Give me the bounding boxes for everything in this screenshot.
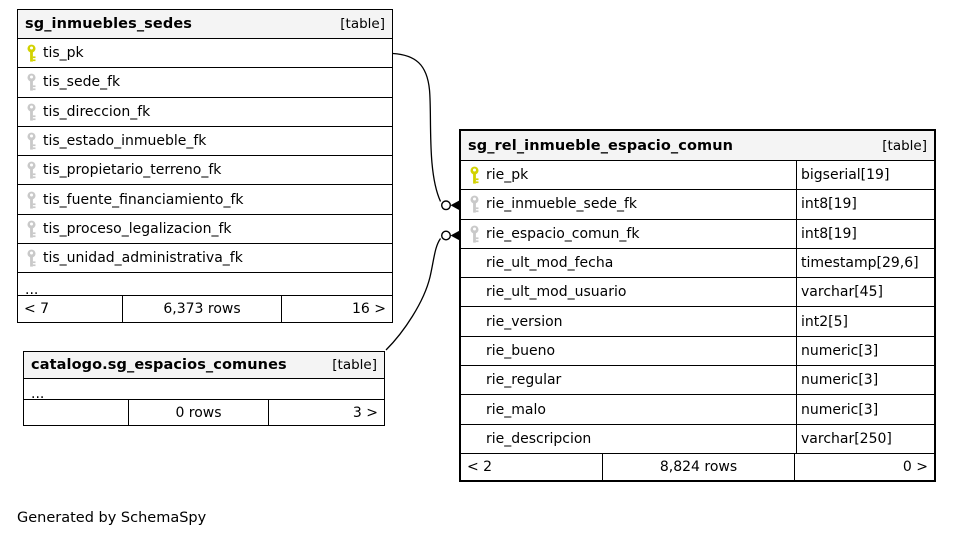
column-row[interactable]: tis_estado_inmueble_fk [18, 126, 392, 157]
column-name: rie_regular [486, 372, 562, 389]
column-row[interactable]: rie_descripcion varchar[250] [461, 424, 934, 454]
column-type: varchar[45] [796, 278, 928, 307]
column-row[interactable]: rie_ult_mod_usuario varchar[45] [461, 278, 934, 308]
column-type: int2[5] [796, 307, 928, 336]
table-catalogo-sg-espacios-comunes[interactable]: catalogo.sg_espacios_comunes [table] ...… [23, 351, 385, 426]
column-name: rie_pk [486, 167, 529, 184]
hidden-children-count: 16 > [281, 296, 392, 322]
primary-key-icon [26, 44, 37, 62]
column-name: tis_estado_inmueble_fk [43, 133, 207, 150]
hidden-parents-count: < 2 [467, 458, 493, 475]
column-name: rie_bueno [486, 342, 556, 359]
hidden-children-count: 3 > [268, 400, 384, 425]
row-count: 8,824 rows [602, 453, 794, 480]
primary-key-icon [469, 166, 480, 184]
foreign-key-icon [469, 225, 480, 243]
column-name: tis_fuente_financiamiento_fk [43, 191, 244, 208]
column-row[interactable]: tis_fuente_financiamiento_fk [18, 185, 392, 215]
column-row[interactable]: tis_proceso_legalizacion_fk [18, 214, 392, 245]
column-type: numeric[3] [796, 336, 928, 366]
row-count: 6,373 rows [122, 296, 281, 322]
foreign-key-icon [26, 73, 37, 92]
column-name: tis_unidad_administrativa_fk [43, 250, 243, 267]
foreign-key-icon [26, 191, 37, 209]
column-type: numeric[3] [796, 366, 928, 395]
column-name: rie_version [486, 313, 563, 330]
generated-by-note: Generated by SchemaSpy [17, 510, 207, 526]
column-row[interactable]: rie_pk bigserial[19] [461, 161, 934, 191]
foreign-key-icon [469, 195, 480, 214]
column-row[interactable]: rie_version int2[5] [461, 307, 934, 337]
table-title: sg_inmuebles_sedes [25, 16, 192, 32]
column-row[interactable]: rie_ult_mod_fecha timestamp[29,6] [461, 248, 934, 279]
edge-open-dot-icon [441, 200, 452, 211]
edge-tis-pk-to-rie-inmueble-sede-fk [392, 52, 460, 211]
table-footer: < 7 6,373 rows 16 > [18, 296, 392, 322]
table-title: sg_rel_inmueble_espacio_comun [468, 137, 734, 154]
table-type-badge: [table] [882, 137, 927, 154]
hidden-children-count: 0 > [794, 453, 934, 480]
foreign-key-icon [26, 132, 37, 150]
table-footer: < 2 8,824 rows 0 > [461, 453, 934, 480]
column-name: rie_ult_mod_fecha [486, 255, 614, 272]
hidden-parents-count: < 7 [24, 301, 50, 318]
table-type-badge: [table] [332, 357, 377, 373]
column-type: varchar[250] [796, 424, 928, 453]
column-row[interactable]: rie_bueno numeric[3] [461, 336, 934, 367]
table-title: catalogo.sg_espacios_comunes [31, 357, 287, 373]
hidden-parents-count [24, 400, 128, 425]
column-row[interactable]: rie_espacio_comun_fk int8[19] [461, 219, 934, 249]
table-sg-rel-inmueble-espacio-comun[interactable]: sg_rel_inmueble_espacio_comun [table] ri… [459, 129, 936, 482]
column-row[interactable]: tis_propietario_terreno_fk [18, 156, 392, 186]
column-row[interactable]: tis_pk [18, 39, 392, 69]
column-row[interactable]: tis_unidad_administrativa_fk [18, 244, 392, 274]
column-row[interactable]: tis_sede_fk [18, 68, 392, 98]
edge-open-dot-icon [441, 230, 452, 241]
column-name: tis_proceso_legalizacion_fk [43, 220, 232, 237]
column-row[interactable]: rie_regular numeric[3] [461, 366, 934, 396]
column-row[interactable]: rie_malo numeric[3] [461, 395, 934, 425]
column-name: rie_espacio_comun_fk [486, 225, 640, 242]
edge-espacios-comunes-to-rie-espacio-comun-fk [385, 230, 460, 351]
hidden-columns-ellipsis: ... [24, 379, 384, 401]
column-name: rie_malo [486, 401, 546, 418]
column-type: int8[19] [796, 219, 928, 248]
table-header[interactable]: catalogo.sg_espacios_comunes [table] [24, 352, 384, 379]
column-name: rie_ult_mod_usuario [486, 284, 627, 301]
column-type: int8[19] [796, 190, 928, 219]
column-name: rie_descripcion [486, 430, 592, 447]
column-type: numeric[3] [796, 395, 928, 424]
column-name: rie_inmueble_sede_fk [486, 196, 637, 213]
table-header[interactable]: sg_rel_inmueble_espacio_comun [table] [461, 131, 934, 161]
column-type: bigserial[19] [796, 161, 928, 190]
hidden-columns-ellipsis: ... [18, 273, 392, 297]
column-row[interactable]: tis_direccion_fk [18, 97, 392, 127]
foreign-key-icon [26, 161, 37, 179]
column-name: tis_pk [43, 45, 84, 62]
table-header[interactable]: sg_inmuebles_sedes [table] [18, 10, 392, 39]
column-name: tis_propietario_terreno_fk [43, 162, 222, 179]
column-name: tis_sede_fk [43, 74, 121, 91]
foreign-key-icon [26, 103, 37, 121]
table-footer: 0 rows 3 > [24, 400, 384, 425]
table-type-badge: [table] [340, 16, 385, 32]
column-name: tis_direccion_fk [43, 103, 151, 120]
column-type: timestamp[29,6] [796, 248, 928, 278]
table-sg-inmuebles-sedes[interactable]: sg_inmuebles_sedes [table] tis_pk tis [17, 9, 393, 323]
foreign-key-icon [26, 249, 37, 267]
foreign-key-icon [26, 220, 37, 238]
row-count: 0 rows [128, 400, 268, 425]
column-row[interactable]: rie_inmueble_sede_fk int8[19] [461, 190, 934, 220]
